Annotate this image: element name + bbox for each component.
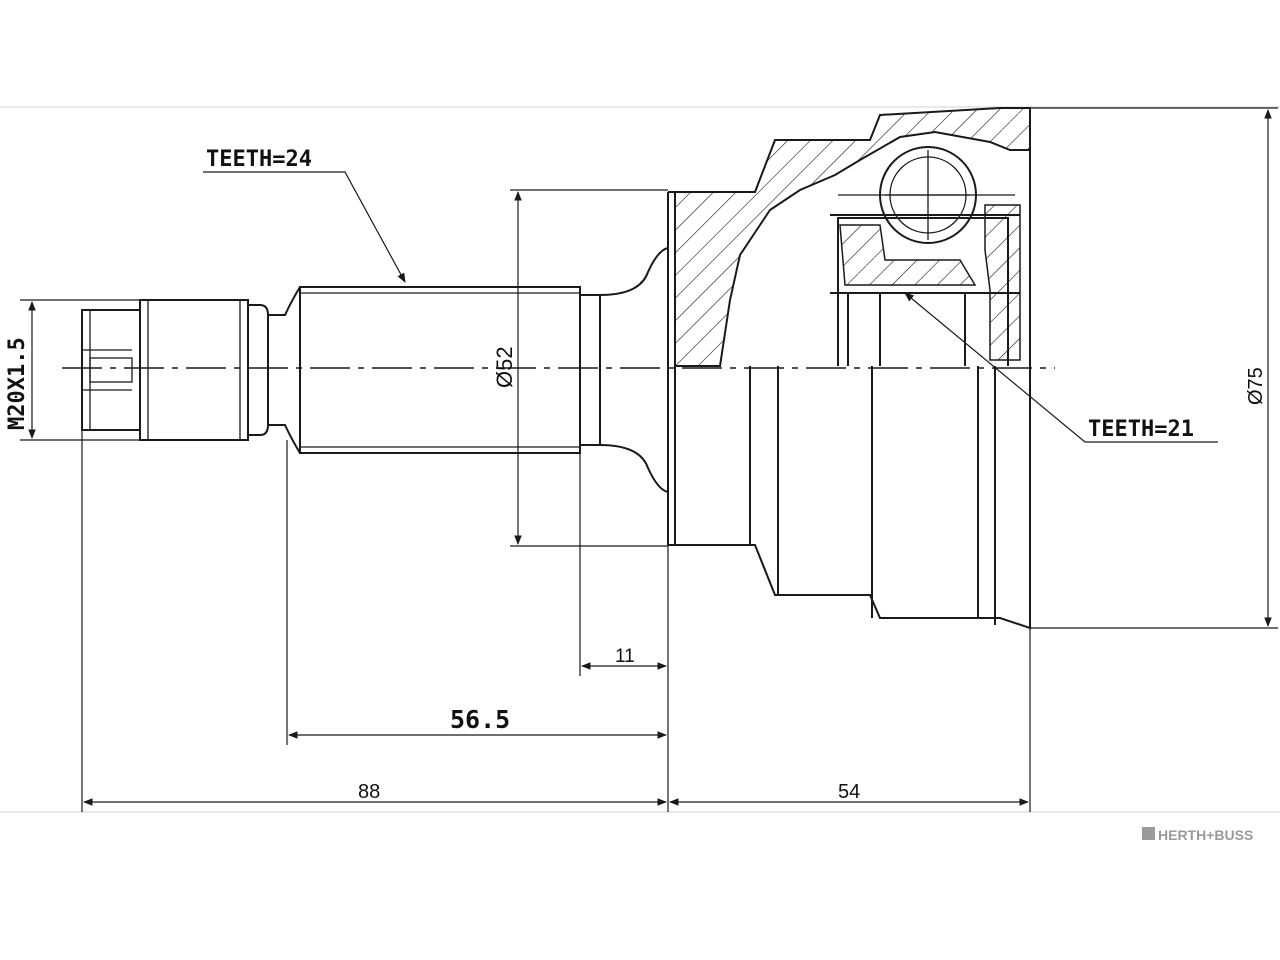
dim-54-label: 54 <box>838 781 860 803</box>
logo-text: HERTH+BUSS <box>1158 827 1253 843</box>
shaft-diameter-label: Ø52 <box>492 346 517 388</box>
leader-teeth-21 <box>904 292 1218 443</box>
splined-shaft <box>299 247 669 493</box>
teeth-24-label: TEETH=24 <box>206 147 312 172</box>
dim-11-label: 11 <box>615 646 635 667</box>
thread-label: M20X1.5 <box>5 337 30 430</box>
leader-teeth-24 <box>203 171 406 283</box>
dim-housing-diameter <box>1030 107 1278 629</box>
teeth-21-label: TEETH=21 <box>1088 417 1194 442</box>
dim-88-label: 88 <box>358 781 380 803</box>
housing-diameter-label: Ø75 <box>1245 367 1267 405</box>
threaded-stub <box>81 286 301 454</box>
dim-shaft-diameter <box>510 189 668 547</box>
dim-56-5-label: 56.5 <box>450 705 510 734</box>
dim-thread <box>20 299 140 441</box>
joint-housing <box>667 107 1031 630</box>
herth-buss-logo: HERTH+BUSS <box>1142 827 1253 843</box>
